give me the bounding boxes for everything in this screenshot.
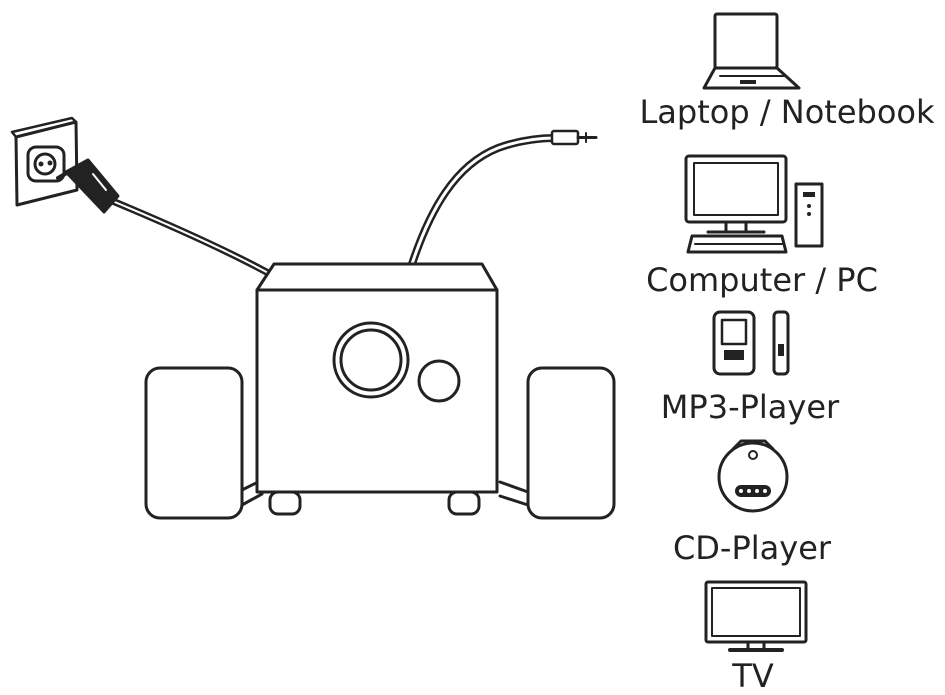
satellite-speaker-icon xyxy=(498,366,616,520)
mp3-player-label: MP3-Player xyxy=(660,388,840,426)
computer-label: Computer / PC xyxy=(646,261,878,299)
cd-player-icon xyxy=(717,439,789,513)
audio-cable xyxy=(408,134,560,268)
power-plug-icon xyxy=(56,158,120,214)
laptop-icon xyxy=(702,12,801,90)
power-cable xyxy=(106,196,276,279)
desktop-computer-icon xyxy=(684,154,824,254)
power-outlet-icon xyxy=(10,116,79,207)
mp3-player-icon xyxy=(712,310,790,376)
cd-player-label: CD-Player xyxy=(672,529,832,567)
subwoofer-icon xyxy=(255,262,499,516)
laptop-label: Laptop / Notebook xyxy=(639,93,935,131)
tv-label: TV xyxy=(732,657,774,695)
tv-icon xyxy=(704,580,808,652)
satellite-speaker-icon xyxy=(144,366,264,520)
audio-jack-icon xyxy=(550,129,598,146)
